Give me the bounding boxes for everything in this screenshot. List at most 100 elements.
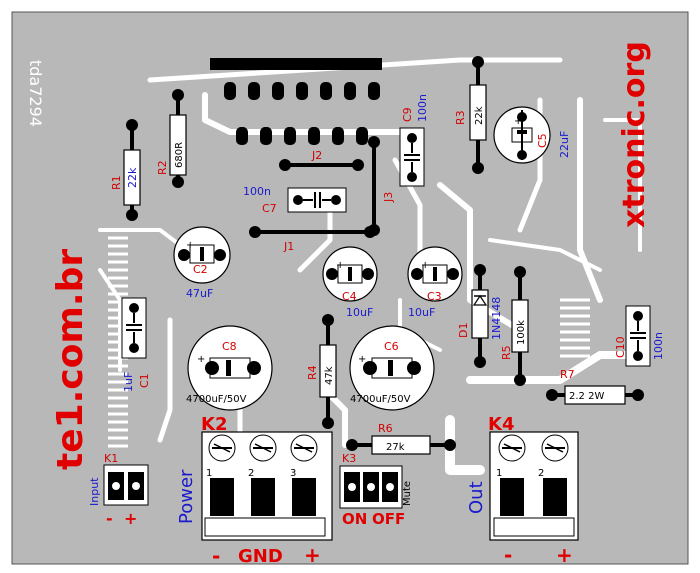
j3-label: J3 xyxy=(382,192,395,203)
k4-pin2: 2 xyxy=(538,468,544,479)
left-comb-pattern xyxy=(108,228,128,448)
j1-label: J1 xyxy=(283,240,294,253)
connector-k1: K1 Input - + xyxy=(88,452,149,528)
capacitor-c9: C9 100n xyxy=(399,94,429,187)
ic-pin-row-top xyxy=(224,82,380,100)
diode-d1: D1 1N4148 xyxy=(457,264,503,368)
c9-label: C9 xyxy=(401,107,414,122)
k3-on: ON xyxy=(342,510,367,528)
resistor-r2: 680R R2 xyxy=(156,89,187,188)
c1-label: C1 xyxy=(138,373,151,388)
svg-text:+: + xyxy=(421,260,429,271)
c7-value: 100n xyxy=(243,185,271,198)
brand-left-text: te1.com.br xyxy=(50,249,91,470)
k3-label: K3 xyxy=(342,452,356,465)
r1-label: R1 xyxy=(110,175,123,190)
k2-name: Power xyxy=(176,469,197,524)
ic-pin-row-bottom xyxy=(236,127,368,145)
connector-k3: K3 Mute ON OFF xyxy=(339,452,413,528)
k4-label: K4 xyxy=(488,414,514,435)
k2-plus: + xyxy=(304,543,321,567)
r6-value: 27k xyxy=(386,442,405,453)
k4-name: Out xyxy=(466,481,487,514)
svg-text:+: + xyxy=(186,240,194,251)
svg-text:+: + xyxy=(197,354,205,365)
connector-k4: 1 2 K4 Out - + xyxy=(466,414,579,567)
c7-label: C7 xyxy=(262,202,277,215)
right-comb-pattern xyxy=(560,298,590,358)
r2-label: R2 xyxy=(156,160,169,175)
c2-label: C2 xyxy=(193,263,208,276)
svg-text:+: + xyxy=(514,116,522,127)
k3-off: OFF xyxy=(372,510,405,528)
capacitor-c2: + C2 47uF xyxy=(173,226,231,300)
k1-label: K1 xyxy=(104,452,118,465)
resistor-r5: 100k R5 xyxy=(500,266,529,386)
r3-value: 22k xyxy=(474,106,485,125)
c5-value: 22uF xyxy=(558,131,571,158)
c4-value: 10uF xyxy=(346,306,373,319)
r6-label: R6 xyxy=(378,422,393,435)
k4-minus: - xyxy=(504,543,512,567)
c10-value: 100n xyxy=(652,332,665,360)
svg-text:+: + xyxy=(336,260,344,271)
r4-value: 47k xyxy=(324,366,335,385)
c3-label: C3 xyxy=(427,290,442,303)
c1-value: 1uF xyxy=(122,372,135,392)
capacitor-c10: C10 100n xyxy=(614,305,665,367)
r7-label: R7 xyxy=(560,368,575,381)
r2-value: 680R xyxy=(174,142,185,168)
resistor-r4: 47k R4 xyxy=(306,314,337,429)
j2-label: J2 xyxy=(311,149,322,162)
k4-plus: + xyxy=(556,543,573,567)
k3-name: Mute xyxy=(402,481,413,506)
connector-k2: 1 2 3 K2 Power - GND + xyxy=(176,414,333,568)
resistor-r7: 2.2 2W R7 xyxy=(546,368,644,405)
k2-label: K2 xyxy=(201,414,227,435)
capacitor-c7: 100n C7 xyxy=(243,185,347,215)
k2-pin3: 3 xyxy=(290,468,296,479)
r3-label: R3 xyxy=(454,110,467,125)
resistor-r3: 22k R3 xyxy=(454,56,487,174)
c3-value: 10uF xyxy=(408,306,435,319)
ic-heatsink-tab xyxy=(210,58,382,70)
ghost-code-text: tda7294 xyxy=(26,60,45,127)
jumper-j2: J2 xyxy=(279,149,364,171)
svg-text:+: + xyxy=(358,354,366,365)
r7-value: 2.2 2W xyxy=(569,391,604,402)
d1-value: 1N4148 xyxy=(490,297,503,340)
r4-label: R4 xyxy=(306,365,319,380)
c6-value: 4700uF/50V xyxy=(350,394,411,405)
k2-pin1: 1 xyxy=(206,468,212,479)
r5-label: R5 xyxy=(500,345,513,360)
capacitor-c1: 1uF C1 xyxy=(121,297,151,392)
resistor-r6: 27k R6 xyxy=(346,422,456,455)
k2-gnd: GND xyxy=(238,546,283,567)
k1-minus: - xyxy=(106,509,113,528)
c2-value: 47uF xyxy=(186,287,213,300)
k1-plus: + xyxy=(124,509,137,528)
jumper-j1: J1 xyxy=(249,226,376,253)
c4-label: C4 xyxy=(342,290,357,303)
r1-value: 22k xyxy=(126,167,139,188)
k2-pin2: 2 xyxy=(248,468,254,479)
brand-right-text: xtronic.org xyxy=(617,41,652,228)
r5-value: 100k xyxy=(516,320,527,345)
k4-pin1: 1 xyxy=(496,468,502,479)
c9-value: 100n xyxy=(416,94,429,122)
k1-name: Input xyxy=(88,477,101,506)
c6-label: C6 xyxy=(384,340,399,353)
d1-label: D1 xyxy=(457,323,470,338)
capacitor-c5: + C5 22uF xyxy=(493,106,571,164)
capacitor-c3: + C3 10uF xyxy=(407,246,463,319)
k2-minus: - xyxy=(212,544,220,568)
c8-label: C8 xyxy=(222,340,237,353)
capacitor-c4: + C4 10uF xyxy=(322,246,378,319)
resistor-r1: 22k R1 xyxy=(110,119,141,221)
c8-value: 4700uF/50V xyxy=(186,394,247,405)
c10-label: C10 xyxy=(614,336,627,358)
c5-label: C5 xyxy=(536,133,549,148)
capacitor-c8: + C8 4700uF/50V xyxy=(186,325,273,411)
capacitor-c6: + C6 4700uF/50V xyxy=(349,325,435,411)
